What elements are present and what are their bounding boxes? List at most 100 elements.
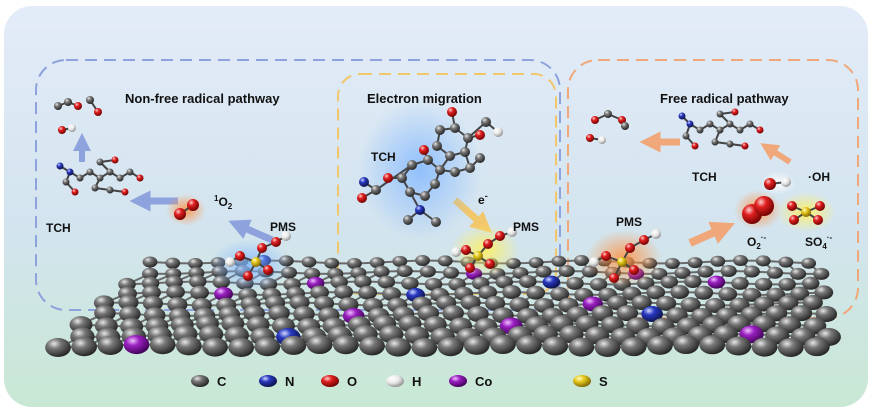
pms-center-atom <box>495 231 505 241</box>
tch-center-atom <box>450 123 460 133</box>
carbon-atom <box>751 337 778 357</box>
tch-center-atom <box>423 155 433 165</box>
tch-left-atom <box>136 174 144 182</box>
carbon-atom <box>303 267 321 280</box>
carbon-atom <box>674 266 691 279</box>
legend-label-s: S <box>599 374 608 389</box>
carbon-atom <box>528 257 544 269</box>
tch-center-atom <box>475 130 485 140</box>
carbon-atom <box>142 285 161 300</box>
hydroxyl-label: ·OH <box>808 170 830 184</box>
nitrogen-atom <box>542 275 561 289</box>
tch-center-atom <box>397 173 407 183</box>
pms-right-atom <box>629 265 639 275</box>
carbon-atom <box>301 256 317 268</box>
pms-center-atom <box>461 245 471 255</box>
tch-right-atom <box>726 120 734 128</box>
tch-left-atom <box>121 188 129 196</box>
carbon-atom <box>165 275 183 289</box>
carbon-atom <box>119 305 141 322</box>
sulfate-main: SO <box>805 235 822 249</box>
legend-label-c: C <box>217 374 227 389</box>
carbon-atom <box>778 256 794 268</box>
tch-center-atom <box>415 205 425 215</box>
tch-center-atom <box>435 165 445 175</box>
tch-center-atom <box>445 151 455 161</box>
carbon-atom <box>353 275 372 288</box>
tch-center-atom <box>475 153 485 163</box>
tch-right-atom <box>678 112 686 120</box>
product-atom <box>621 122 629 130</box>
carbon-atom <box>268 305 290 322</box>
pms-right-atom <box>617 257 627 267</box>
carbon-atom <box>801 257 817 269</box>
pms-center-atom <box>507 227 517 237</box>
tch-left-atom <box>91 184 99 192</box>
carbon-atom <box>333 335 359 355</box>
tch-left-atom <box>111 156 119 164</box>
pms-left-atom <box>271 237 281 247</box>
tch-right-atom <box>711 138 719 146</box>
non-free-radical-title: Non-free radical pathway <box>125 91 280 106</box>
carbon-atom <box>815 306 838 323</box>
free-radical-title: Free radical pathway <box>660 91 789 106</box>
carbon-atom <box>385 337 412 357</box>
tch-right-atom <box>731 108 739 116</box>
tch-right-atom <box>686 120 694 128</box>
cobalt-atom <box>214 286 233 301</box>
carbon-atom <box>254 337 281 357</box>
carbon-atom <box>502 285 522 300</box>
tch-center-atom <box>357 193 367 203</box>
tch-center-atom <box>419 145 429 155</box>
pms-right-atom <box>589 257 599 267</box>
carbon-atom <box>704 297 726 313</box>
carbon-atom <box>187 257 203 269</box>
hydroxyl-atom <box>764 178 776 190</box>
carbon-atom <box>742 287 762 302</box>
carbon-atom <box>631 295 652 311</box>
sulfate-atom <box>801 207 811 217</box>
pms-left-atom <box>257 243 267 253</box>
pms-right-atom <box>601 251 611 261</box>
superoxide-sup: ·- <box>761 233 767 242</box>
carbon-atom <box>725 336 752 356</box>
electron-main: e <box>478 193 485 207</box>
carbon-atom <box>228 337 255 357</box>
legend-swatch-h <box>386 375 404 387</box>
carbon-atom <box>697 265 714 278</box>
carbon-atom <box>755 255 771 267</box>
carbon-atom <box>442 305 464 322</box>
carbon-atom <box>142 256 158 268</box>
carbon-atom <box>392 255 408 267</box>
carbon-atom <box>467 305 489 322</box>
carbon-atom <box>377 275 396 289</box>
carbon-atom <box>743 265 760 278</box>
tch-left-atom <box>76 174 84 182</box>
singlet-oxygen-label: 1O2 <box>214 194 233 211</box>
pms-left-atom <box>243 271 253 281</box>
pms-label-center: PMS <box>513 220 539 234</box>
carbon-atom <box>801 276 820 290</box>
carbon-atom <box>718 287 738 302</box>
singlet-oxygen-main: O <box>218 195 227 209</box>
carbon-atom <box>710 255 726 267</box>
tch-right-atom <box>682 132 690 140</box>
legend-swatch-c <box>191 375 209 387</box>
tch-center-atom <box>481 117 491 127</box>
tch-left-atom <box>71 188 79 196</box>
pms-left-atom <box>263 265 273 275</box>
carbon-atom <box>616 305 639 322</box>
carbon-atom <box>526 285 546 300</box>
arrow-pms-to-radicals <box>688 221 735 247</box>
carbon-atom <box>190 285 209 300</box>
tch-center-atom <box>463 133 473 143</box>
carbon-atom <box>699 335 726 355</box>
sulfate-label: SO4·- <box>805 233 832 251</box>
carbon-atom <box>484 295 506 311</box>
carbon-atom <box>478 285 498 300</box>
tch-center-atom <box>450 167 460 177</box>
carbon-atom <box>188 275 207 289</box>
legend-label-h: H <box>412 374 421 389</box>
tch-center-atom <box>493 127 503 137</box>
